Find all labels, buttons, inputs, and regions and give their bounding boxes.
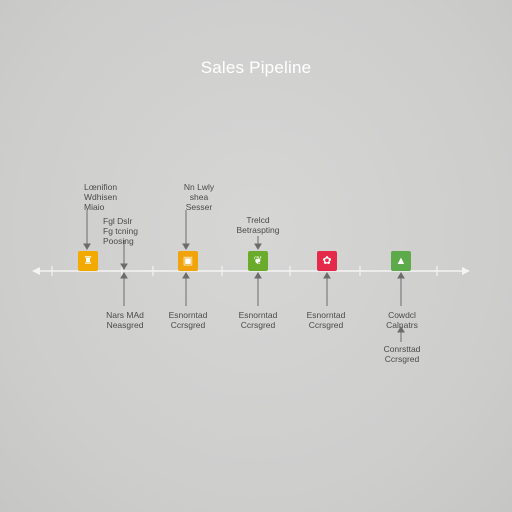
axis-arrow-right	[462, 267, 470, 275]
stage-4-handshake-icon: ✿	[317, 251, 337, 271]
stage-3-top-label: Trelcd Betraspting	[236, 215, 280, 235]
diagram-title: Sales Pipeline	[200, 58, 312, 77]
axis-arrow-left	[32, 267, 40, 275]
stage-1-top-label: Lœnifion Wdhisen Miaio	[84, 182, 118, 212]
stage-5-bottom-label: Cowdcl Calnatrs	[386, 310, 418, 330]
stage-2-bottom-label: Esnorntad Ccrsgred	[168, 310, 208, 330]
stage-2-top-label: Nn Lwly shea Sesser	[183, 182, 215, 212]
axis-ticks	[51, 266, 438, 276]
stage-4-bottom-label: Esnorntad Ccrsgred	[306, 310, 346, 330]
stage-5-bottom-label-secondary: Conrsttad Ccrsgred	[383, 344, 421, 364]
stage-3-bottom-label: Esnorntad Ccrsgred	[238, 310, 278, 330]
stage-1-bottom-label: Nars MAd Neasgred	[106, 310, 144, 330]
stage-1-bag-icon: ♜	[78, 251, 98, 271]
stage-5-car-icon: ▲	[391, 251, 411, 271]
stage-2-cart-icon: ▣	[178, 251, 198, 271]
stage-1-top-label-secondary: Fgl Dslr Fg tcning Poosing	[103, 216, 138, 246]
stage-3-leaf-icon: ❦	[248, 251, 268, 271]
connectors	[83, 210, 405, 342]
